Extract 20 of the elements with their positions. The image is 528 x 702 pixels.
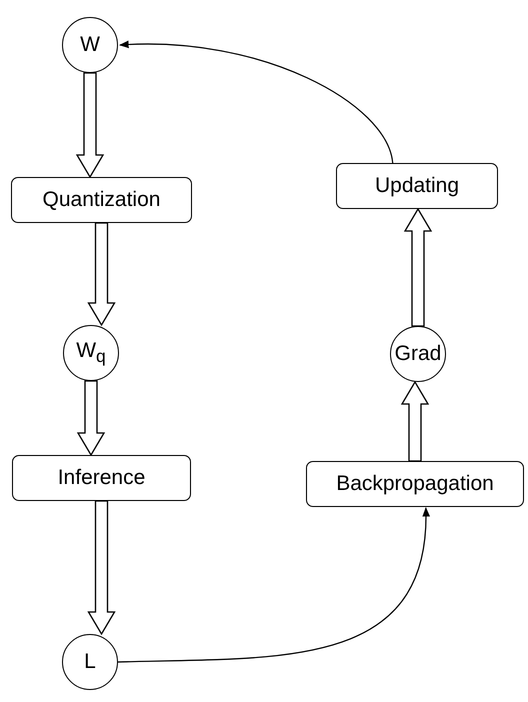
curved-arrow bbox=[118, 507, 430, 663]
block-arrow bbox=[404, 208, 432, 327]
node-label: Grad bbox=[394, 342, 442, 366]
block-arrow bbox=[87, 500, 116, 636]
block-arrow bbox=[76, 72, 104, 178]
process-box bbox=[11, 177, 192, 223]
node-label: W bbox=[80, 33, 100, 57]
block-arrow bbox=[87, 222, 116, 326]
block-arrow bbox=[400, 380, 430, 462]
process-box bbox=[12, 455, 191, 501]
block-arrow bbox=[76, 380, 106, 456]
curved-arrow bbox=[119, 40, 394, 164]
process-box bbox=[336, 163, 498, 209]
node-label: Updating bbox=[374, 174, 460, 198]
process-box bbox=[306, 461, 524, 507]
node-label: Inference bbox=[58, 466, 146, 490]
node-label: Backpropagation bbox=[336, 472, 494, 496]
node-label: Quantization bbox=[42, 188, 160, 212]
node-label: W$_{q}$ bbox=[76, 338, 106, 368]
node-label: L bbox=[84, 650, 96, 674]
